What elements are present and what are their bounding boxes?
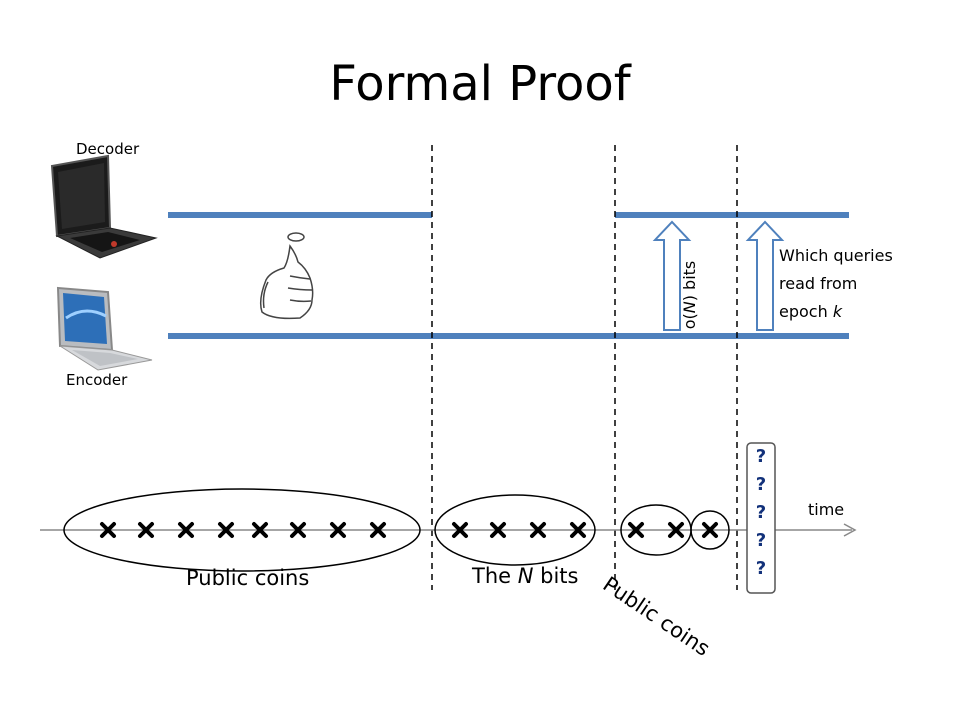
o-n-bits-suffix: ) bits	[680, 260, 699, 302]
timeline-arrowhead-icon	[843, 523, 857, 537]
x-mark-icon	[252, 522, 268, 538]
x-mark-icon	[628, 522, 644, 538]
single-coin-group	[690, 510, 730, 550]
o-n-bits-label: o(N) bits	[680, 235, 699, 355]
x-mark-icon	[570, 522, 586, 538]
the-n-bits-prefix: The	[472, 564, 518, 588]
question-mark: ?	[755, 558, 767, 579]
question-mark: ?	[755, 446, 767, 467]
n-bits-group	[434, 494, 596, 566]
the-n-bits-var: N	[517, 564, 534, 588]
o-n-bits-var: N	[680, 301, 699, 314]
which-queries-line-3-var: k	[832, 302, 843, 321]
question-mark: ?	[755, 474, 767, 495]
public-coins-group-1	[63, 488, 421, 572]
x-marks-group	[100, 522, 718, 538]
which-queries-line-2: read from	[779, 274, 858, 293]
which-queries-line-3: epoch k	[779, 298, 949, 326]
encoder-laptop-icon	[56, 286, 153, 371]
which-queries-label: Which queries read from epoch k	[779, 242, 949, 326]
the-n-bits-suffix: bits	[533, 564, 579, 588]
coin-flip-hand-icon	[259, 232, 314, 320]
x-mark-icon	[452, 522, 468, 538]
time-label: time	[808, 500, 845, 519]
decoder-laptop-icon	[50, 154, 158, 259]
x-mark-icon	[490, 522, 506, 538]
page-title: Formal Proof	[329, 56, 631, 112]
question-mark: ?	[755, 502, 767, 523]
query-marks: ? ? ? ? ?	[747, 443, 775, 593]
which-queries-line-3-prefix: epoch	[779, 302, 833, 321]
encoder-label: Encoder	[66, 371, 128, 389]
which-queries-arrow-icon	[745, 220, 785, 331]
x-mark-icon	[218, 522, 234, 538]
x-mark-icon	[370, 522, 386, 538]
query-box	[746, 442, 776, 594]
which-queries-line-1: Which queries	[779, 246, 893, 265]
x-mark-icon	[702, 522, 718, 538]
x-mark-icon	[290, 522, 306, 538]
decoder-label: Decoder	[76, 140, 140, 158]
o-n-bits-arrow-icon	[652, 220, 692, 331]
x-mark-icon	[100, 522, 116, 538]
x-mark-icon	[668, 522, 684, 538]
x-mark-icon	[178, 522, 194, 538]
the-n-bits-label: The N bits	[472, 564, 578, 588]
x-mark-icon	[530, 522, 546, 538]
x-mark-icon	[330, 522, 346, 538]
public-coins-label-1: Public coins	[186, 566, 310, 590]
question-mark: ?	[755, 530, 767, 551]
o-n-bits-prefix: o(	[680, 313, 699, 330]
x-mark-icon	[138, 522, 154, 538]
